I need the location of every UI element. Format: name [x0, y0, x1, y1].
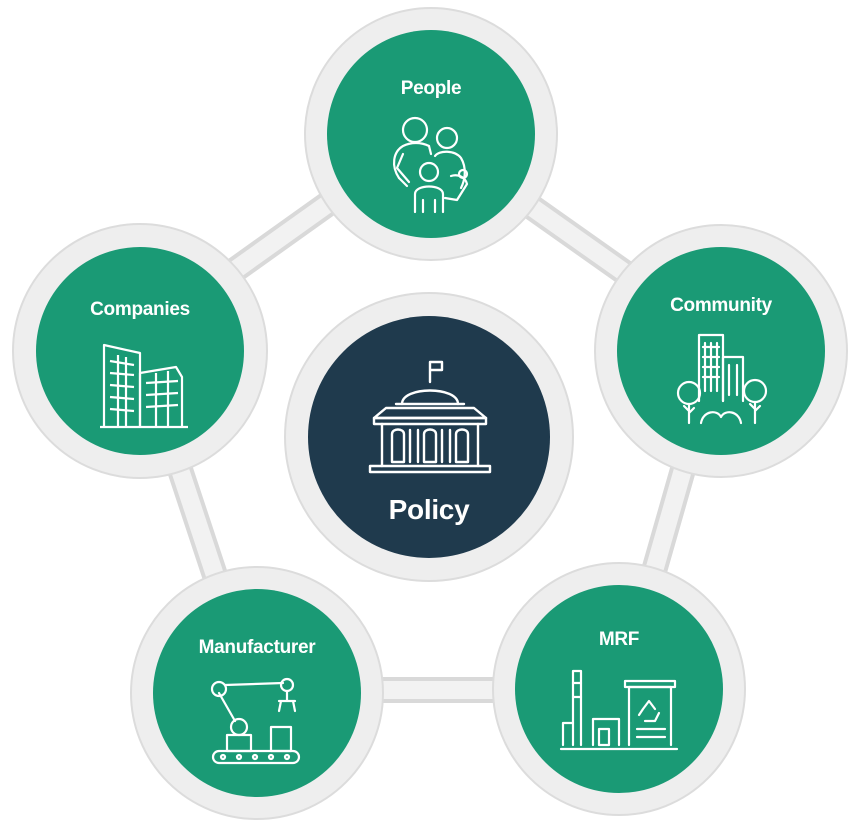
- node-policy[interactable]: Policy: [308, 316, 550, 558]
- node-people-label: People: [400, 78, 462, 99]
- node-companies-label: Companies: [90, 299, 190, 320]
- recycling-facility-icon: [559, 663, 679, 759]
- node-people-ring: People: [304, 7, 558, 261]
- node-community[interactable]: Community: [617, 247, 825, 455]
- node-people[interactable]: People: [327, 30, 535, 238]
- city-trees-icon: [675, 331, 769, 427]
- node-policy-ring: Policy: [284, 292, 574, 582]
- robotic-arm-icon: [209, 675, 305, 767]
- office-buildings-icon: [98, 341, 190, 431]
- family-icon: [385, 114, 477, 214]
- node-community-ring: Community: [594, 224, 848, 478]
- node-policy-label: Policy: [388, 494, 470, 525]
- node-community-label: Community: [670, 295, 772, 316]
- node-manufacturer[interactable]: Manufacturer: [153, 589, 361, 797]
- node-mrf-ring: MRF: [492, 562, 746, 816]
- node-manufacturer-ring: Manufacturer: [130, 566, 384, 820]
- node-mrf[interactable]: MRF: [515, 585, 723, 793]
- node-companies-ring: Companies: [12, 223, 268, 479]
- government-building-icon: [366, 358, 494, 476]
- node-manufacturer-label: Manufacturer: [198, 637, 316, 658]
- node-mrf-label: MRF: [598, 629, 640, 650]
- node-companies[interactable]: Companies: [36, 247, 244, 455]
